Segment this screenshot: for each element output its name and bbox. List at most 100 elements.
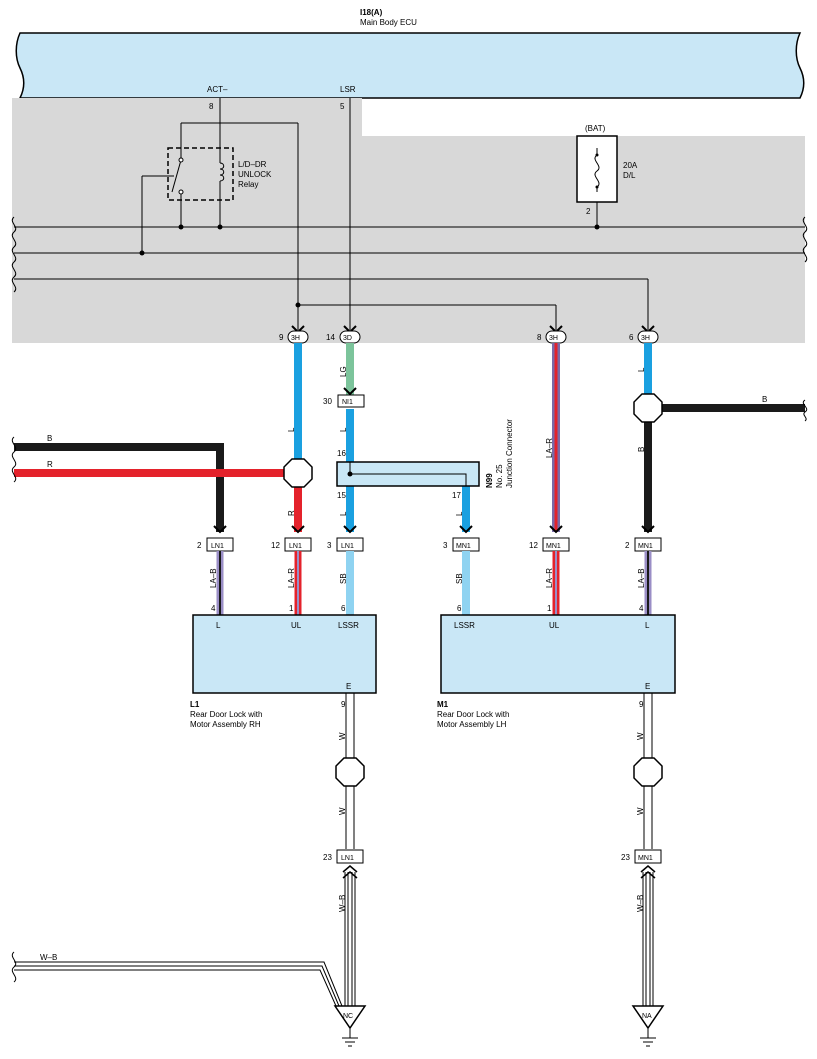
svg-text:2: 2	[197, 541, 202, 550]
svg-text:17: 17	[452, 491, 461, 500]
svg-text:LA–R: LA–R	[287, 568, 296, 588]
splice-ground-rh	[335, 757, 365, 787]
svg-text:LSSR: LSSR	[454, 621, 475, 630]
junction-name-1: No. 25	[495, 464, 504, 488]
junction-name-2: Junction Connector	[505, 419, 514, 488]
svg-text:Rear Door Lock with: Rear Door Lock with	[190, 710, 262, 719]
ground-na: NA	[631, 1005, 665, 1047]
svg-text:6: 6	[629, 333, 634, 342]
connector-ln1-2: LN1 2	[197, 525, 234, 552]
connector-3h-1: 3H 9	[279, 325, 309, 344]
svg-text:3H: 3H	[641, 335, 650, 342]
svg-text:9: 9	[279, 333, 284, 342]
wb-wire-left	[11, 951, 343, 1007]
svg-text:LG: LG	[339, 366, 348, 377]
svg-text:LN1: LN1	[211, 543, 224, 550]
svg-text:30: 30	[323, 397, 332, 406]
svg-text:E: E	[346, 682, 351, 691]
svg-text:LA–R: LA–R	[545, 438, 554, 458]
svg-text:W–B: W–B	[636, 895, 645, 912]
svg-text:L: L	[287, 427, 296, 432]
connector-mn1-12: MN1 12	[529, 525, 570, 552]
fuse-pin: 2	[586, 207, 591, 216]
relay-contact-bottom	[178, 189, 184, 195]
svg-text:Rear Door Lock with: Rear Door Lock with	[437, 710, 509, 719]
svg-text:4: 4	[211, 604, 216, 613]
svg-text:SB: SB	[455, 573, 464, 584]
wire-b-left	[14, 443, 224, 532]
junction-connector-n99: 16 15 17 N99 No. 25 Junction Connector	[336, 419, 514, 500]
connector-ln1-23: LN1 23	[323, 849, 364, 879]
ground-nc: NC	[333, 1005, 367, 1047]
ground-wires-rh	[345, 693, 355, 849]
svg-text:W: W	[338, 732, 347, 740]
ecu-pin-lsr-name: LSR	[340, 85, 356, 94]
connector-mn1-2: MN1 2	[625, 525, 662, 552]
harness-area	[12, 98, 805, 343]
wb-wires-lh	[642, 872, 654, 1006]
connector-ni1: NI1 30	[323, 387, 365, 408]
svg-text:LN1: LN1	[341, 855, 354, 862]
svg-text:L: L	[455, 511, 464, 516]
svg-text:6: 6	[341, 604, 346, 613]
ecu-body	[15, 32, 805, 99]
svg-text:15: 15	[337, 491, 346, 500]
svg-text:6: 6	[457, 604, 462, 613]
svg-text:LA–B: LA–B	[637, 568, 646, 588]
svg-text:L: L	[216, 621, 221, 630]
fuse-dl: (BAT) 20A D/L 2	[576, 124, 638, 216]
fuse-name: D/L	[623, 171, 636, 180]
fuse-source: (BAT)	[585, 124, 606, 133]
relay-label: L/D–DR UNLOCK Relay	[238, 160, 272, 189]
connector-ln1-12: LN1 12	[271, 525, 312, 552]
svg-text:Relay: Relay	[238, 180, 258, 189]
svg-text:B: B	[637, 447, 646, 452]
svg-text:E: E	[645, 682, 650, 691]
svg-text:L/D–DR: L/D–DR	[238, 160, 267, 169]
svg-text:W: W	[636, 732, 645, 740]
ground-wire-labels: W W W W W–B W–B	[338, 732, 645, 912]
svg-text:W: W	[338, 807, 347, 815]
motor-lh: 6 1 4 LSSR UL L E 9 M1 Rear Door Lock wi…	[437, 604, 676, 729]
svg-text:UNLOCK: UNLOCK	[238, 170, 272, 179]
motor-rh: 4 1 6 L UL LSSR E 9 L1 Rear Door Lock wi…	[190, 604, 377, 729]
wire-b-right-break	[802, 399, 808, 422]
ecu-pin-act-num: 8	[209, 102, 214, 111]
motor-feed-labels: LA–B LA–R SB SB LA–R LA–B	[209, 568, 646, 588]
junction-code: N99	[485, 473, 494, 488]
wire-left-break	[11, 436, 17, 483]
svg-text:1: 1	[289, 604, 294, 613]
ground-wires-lh	[643, 693, 653, 849]
svg-text:LA–R: LA–R	[545, 568, 554, 588]
bus-lines	[14, 98, 805, 330]
ecu-code: I18(A)	[360, 8, 383, 17]
wire-color-r-left: R	[47, 460, 53, 469]
svg-text:12: 12	[529, 541, 538, 550]
connector-ln1-3: LN1 3	[327, 525, 364, 552]
motor-feed-wires	[216, 551, 652, 615]
svg-text:3: 3	[327, 541, 332, 550]
svg-text:SB: SB	[339, 573, 348, 584]
svg-text:3D: 3D	[343, 335, 352, 342]
wire-color-b-left: B	[47, 434, 52, 443]
svg-text:23: 23	[621, 853, 630, 862]
svg-text:L: L	[637, 367, 646, 372]
relay-contact-top	[178, 157, 184, 163]
svg-text:2: 2	[625, 541, 630, 550]
svg-text:UL: UL	[549, 621, 560, 630]
svg-text:MN1: MN1	[638, 543, 653, 550]
svg-text:R: R	[287, 510, 296, 516]
svg-text:MN1: MN1	[638, 855, 653, 862]
svg-text:NI1: NI1	[342, 399, 353, 406]
main-body-ecu: I18(A) Main Body ECU	[15, 8, 805, 99]
svg-text:3: 3	[443, 541, 448, 550]
svg-text:23: 23	[323, 853, 332, 862]
wire-color-labels: L LG L L L LA–R L B R	[287, 366, 646, 516]
svg-text:UL: UL	[291, 621, 302, 630]
connector-3d: 3D 14	[326, 325, 361, 344]
svg-text:LSSR: LSSR	[338, 621, 359, 630]
splice-ground-lh	[633, 757, 663, 787]
svg-text:3H: 3H	[549, 335, 558, 342]
svg-text:MN1: MN1	[546, 543, 561, 550]
